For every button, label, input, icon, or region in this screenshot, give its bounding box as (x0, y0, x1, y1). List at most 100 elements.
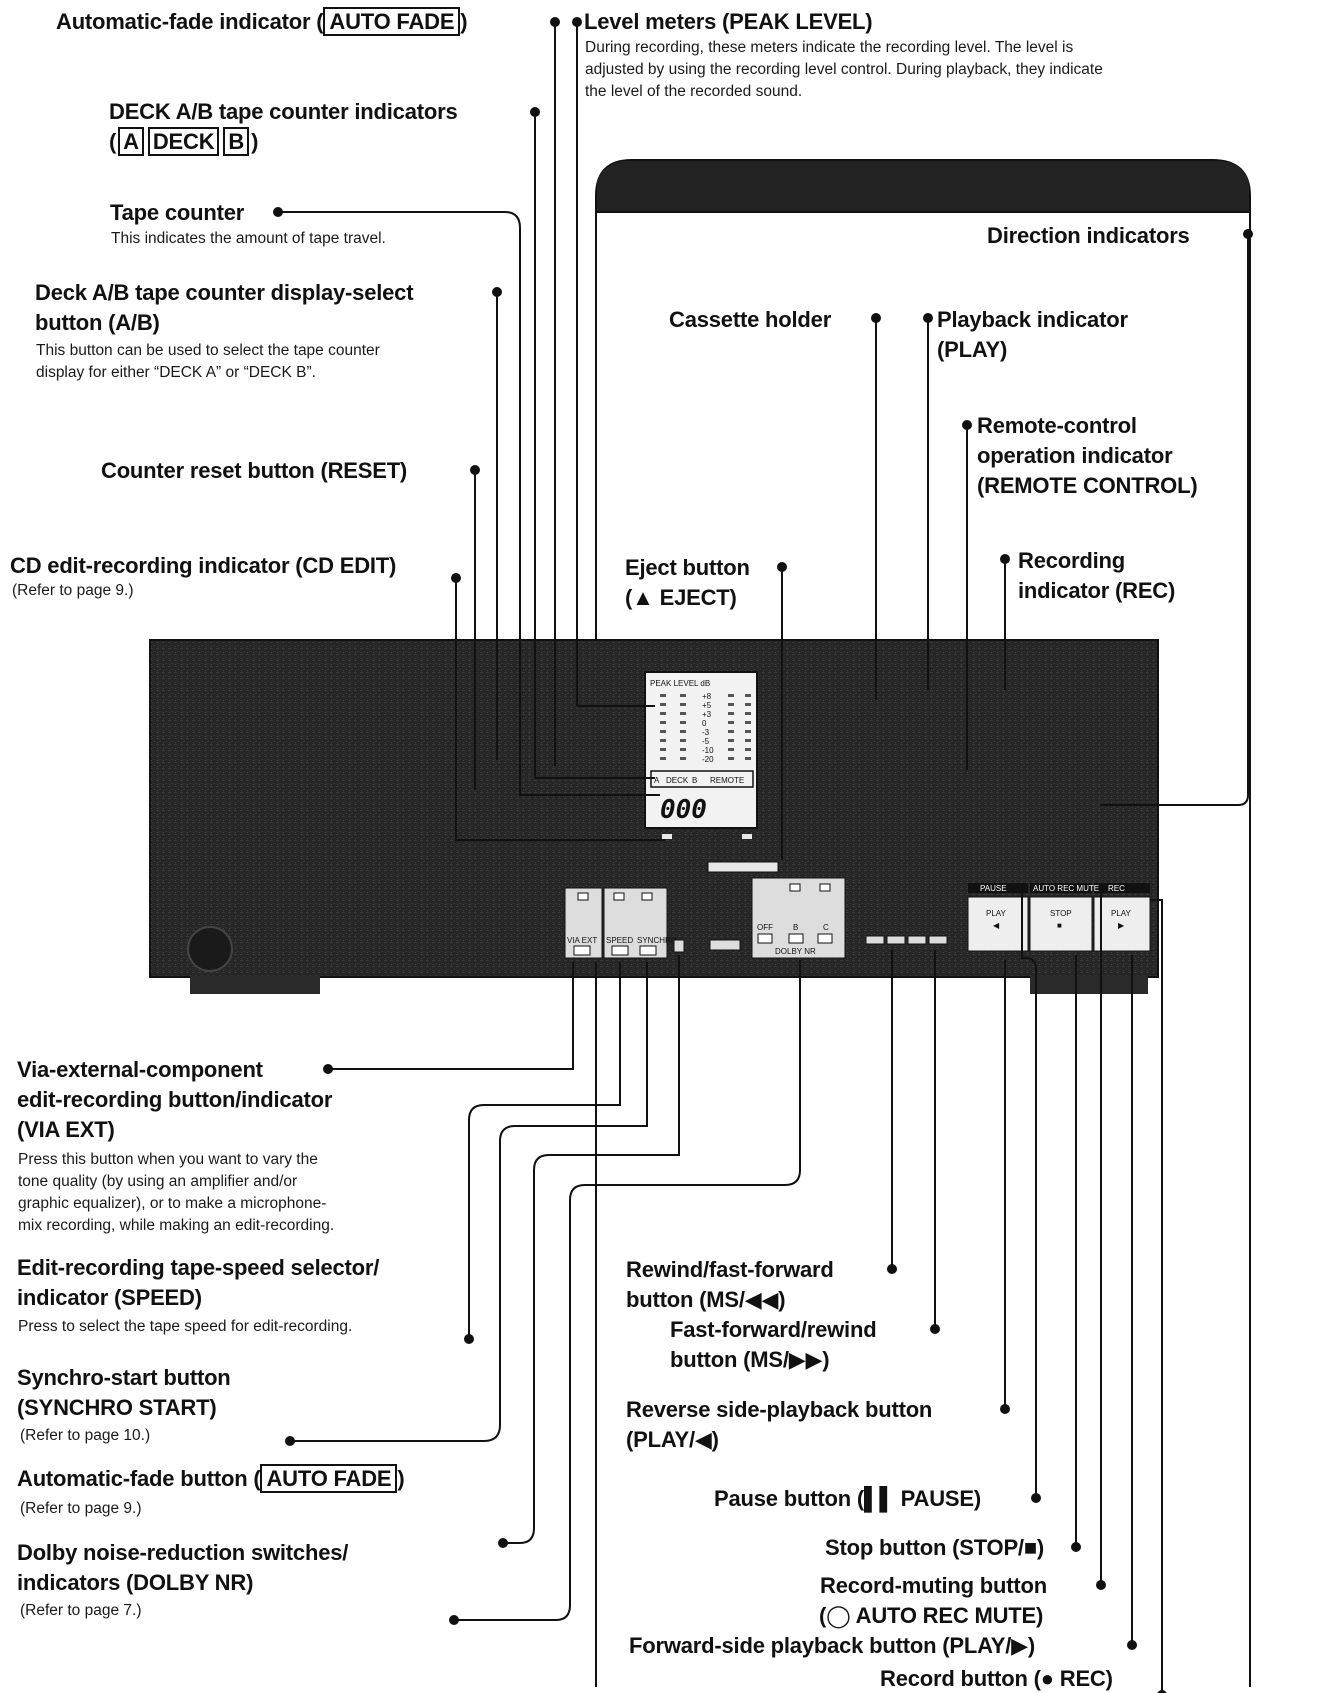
dolby-line2: indicators (DOLBY NR) (17, 1570, 254, 1595)
counter-a-indicator: A (654, 776, 660, 785)
pause-panel-text: PAUSE (980, 884, 1007, 893)
auto-fade-button-boxed: AUTO FADE (260, 1464, 398, 1493)
auto-fade-indicator-boxed: AUTO FADE (323, 7, 461, 36)
deck-counter-indicators-line1: DECK A/B tape counter indicators (109, 99, 458, 124)
meter-header: PEAK LEVEL dB (650, 679, 710, 688)
meter-segment (728, 694, 734, 697)
via-ext-desc-4: mix recording, while making an edit-reco… (18, 1217, 335, 1234)
meter-segment (728, 757, 734, 760)
rec-panel-text: REC (1108, 884, 1125, 893)
meter-segment (728, 703, 734, 706)
auto-fade-indicator-label: Automatic-fade indicator (AUTO FADE) (56, 7, 468, 36)
meter-segment (680, 730, 686, 733)
deck-box: DECK (147, 127, 220, 156)
meter-segment (745, 748, 751, 751)
reverse-play-line1: Reverse side-playback button (626, 1397, 933, 1422)
meter-segment (660, 739, 666, 742)
leader-lines (273, 17, 1253, 1693)
dolby-c-button (817, 933, 833, 944)
play-forward-button (1093, 896, 1151, 952)
auto-fade-button-panel (673, 939, 685, 953)
dolby-ref: (Refer to page 7.) (20, 1602, 142, 1619)
tape-counter-title: Tape counter (110, 200, 245, 225)
meter-segment (680, 703, 686, 706)
remote-indicator-line3: (REMOTE CONTROL) (977, 473, 1198, 498)
deck-select-line1: Deck A/B tape counter display-select (35, 280, 414, 305)
mute-panel-text: AUTO REC MUTE (1033, 884, 1099, 893)
stop-text: STOP (1050, 909, 1072, 918)
ms-button-1 (865, 935, 885, 945)
dolby-off-button (757, 933, 773, 944)
eject-line1: Eject button (625, 555, 750, 580)
eject-bar (707, 861, 779, 873)
level-meters-title: Level meters (PEAK LEVEL) (584, 9, 873, 34)
ffwd-line2: button (MS/▶▶) (670, 1347, 830, 1372)
level-meters-desc-2: adjusted by using the recording level co… (585, 61, 1103, 78)
dolby-caption-text: DOLBY NR (775, 947, 816, 956)
meter-segment (728, 721, 734, 724)
meter-segment (660, 748, 666, 751)
dolby-line1: Dolby noise-reduction switches/ (17, 1540, 349, 1565)
rec-mute-line2: (◯ AUTO REC MUTE) (819, 1603, 1044, 1628)
device-foot-left (190, 976, 320, 994)
deck-select-line2: button (A/B) (35, 310, 160, 335)
meter-segment (728, 739, 734, 742)
rec-light (742, 834, 752, 839)
dolby-off-text: OFF (757, 923, 773, 932)
via-ext-button (573, 945, 591, 956)
meter-segment (745, 757, 751, 760)
rec-indicator-line2: indicator (REC) (1018, 578, 1176, 603)
ms-button-3 (907, 935, 927, 945)
ms-button-2 (886, 935, 906, 945)
via-ext-desc-1: Press this button when you want to vary … (18, 1151, 318, 1168)
deck-select-desc-2: display for either “DECK A” or “DECK B”. (36, 364, 316, 381)
rec-mute-line1: Record-muting button (820, 1573, 1047, 1598)
auto-fade-button-label: Automatic-fade button (AUTO FADE) (17, 1464, 405, 1493)
pause-label: Pause button (▌▌ PAUSE) (714, 1486, 981, 1511)
via-ext-desc-2: tone quality (by using an amplifier and/… (18, 1173, 298, 1190)
meter-segment (745, 694, 751, 697)
cd-edit-light (662, 834, 672, 839)
remote-indicator-line1: Remote-control (977, 413, 1137, 438)
cd-edit-ref: (Refer to page 9.) (12, 582, 134, 599)
meter-segment (680, 739, 686, 742)
deck-open-paren: ( (109, 129, 117, 154)
stop-button (1029, 896, 1093, 952)
speed-button (611, 945, 629, 956)
deck-select-desc-1: This button can be used to select the ta… (36, 342, 380, 359)
counter-deck-indicator: DECK (666, 776, 689, 785)
meter-segment (745, 739, 751, 742)
dolby-b-button (788, 933, 804, 944)
synchro-ref: (Refer to page 10.) (20, 1427, 151, 1444)
synchro-button (639, 945, 657, 956)
power-knob (187, 926, 233, 972)
speed-line2: indicator (SPEED) (17, 1285, 202, 1310)
speed-desc: Press to select the tape speed for edit-… (18, 1318, 353, 1335)
play-reverse-button (967, 896, 1029, 952)
play-forward-text: PLAY (1111, 909, 1132, 918)
deck-a-box: A (118, 127, 144, 156)
level-meters-desc-1: During recording, these meters indicate … (585, 39, 1074, 56)
meter-segment (680, 721, 686, 724)
meter-segment (680, 712, 686, 715)
play-forward-arrow: ▶ (1118, 921, 1125, 930)
tape-counter-desc: This indicates the amount of tape travel… (111, 230, 386, 247)
playback-indicator-line2: (PLAY) (937, 337, 1008, 362)
rec-button-label: Record button (● REC) (880, 1666, 1113, 1691)
meter-scale-label: -10 (702, 746, 714, 755)
counter-digits: 000 (660, 795, 707, 825)
remote-indicator-line2: operation indicator (977, 443, 1173, 468)
meter-segment (745, 721, 751, 724)
auto-fade-indicator-prefix: Automatic-fade indicator ( (56, 9, 324, 34)
meter-segment (728, 712, 734, 715)
via-ext-desc-3: graphic equalizer), or to make a microph… (18, 1195, 327, 1212)
meter-scale-label: -20 (702, 755, 714, 764)
via-ext-line3: (VIA EXT) (17, 1117, 115, 1142)
meter-segment (680, 748, 686, 751)
meter-scale-label: +8 (702, 692, 712, 701)
meter-segment (660, 712, 666, 715)
deck-b-box: B (223, 127, 250, 156)
meter-segment (660, 703, 666, 706)
